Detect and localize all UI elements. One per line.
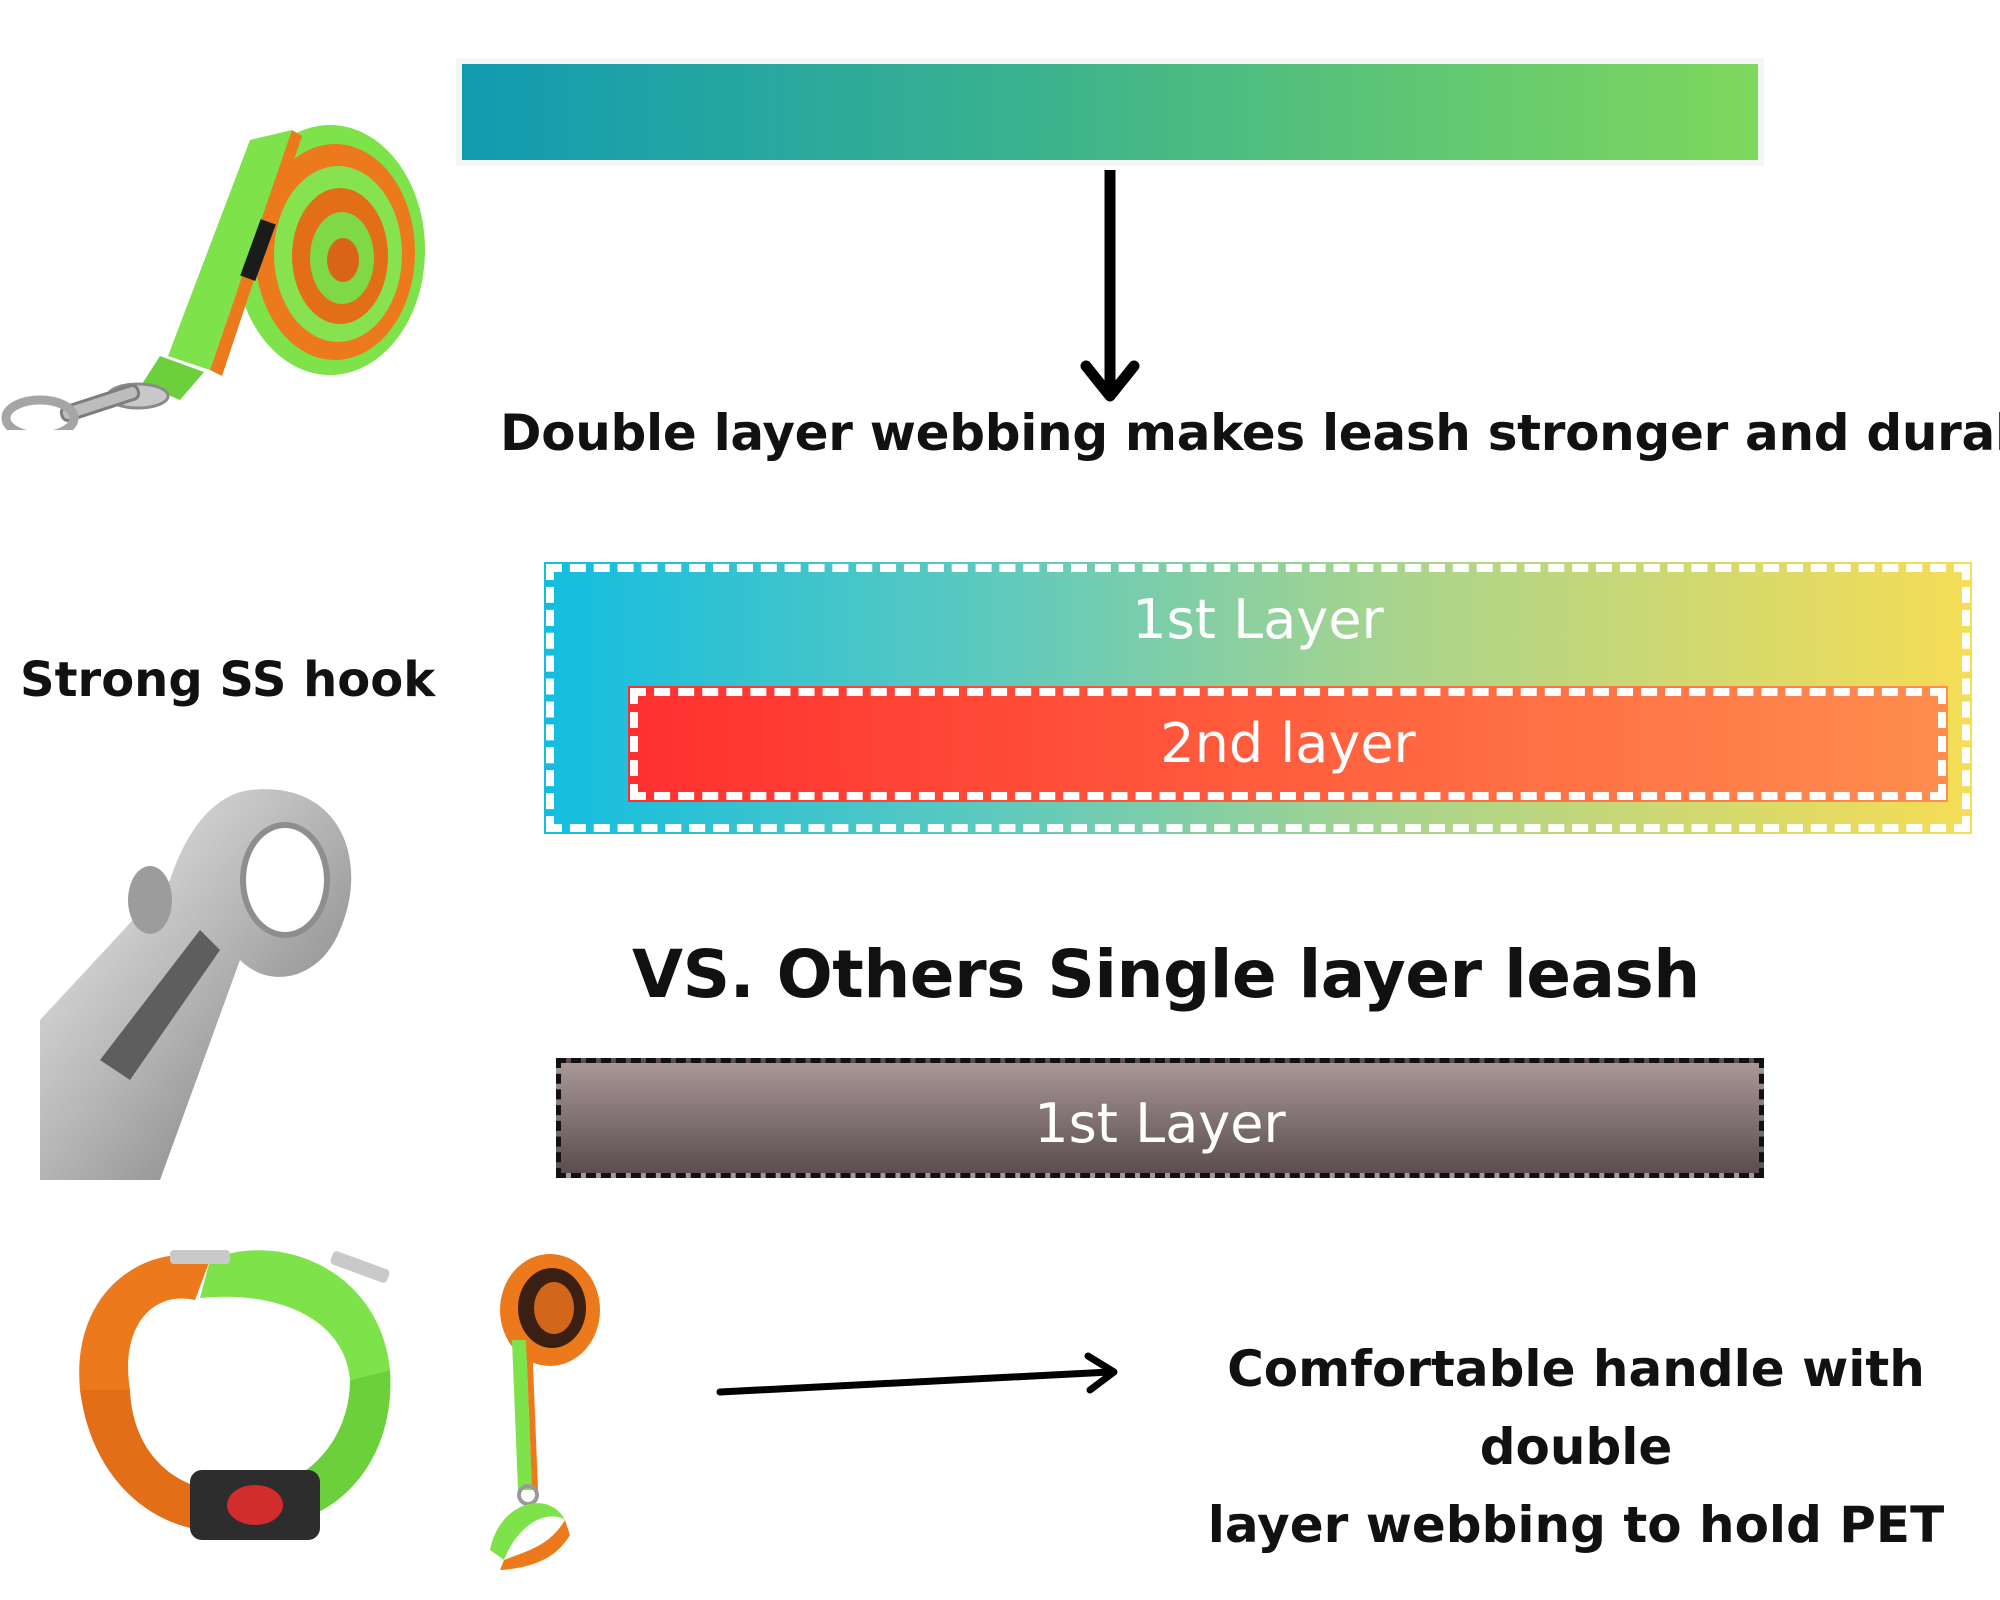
leash-with-handle-image: [490, 1254, 600, 1570]
first-layer-label: 1st Layer: [1132, 588, 1384, 651]
handle-caption-line-2: layer webbing to hold PET: [1207, 1496, 1945, 1554]
ss-hook-image: [40, 789, 352, 1180]
arrow-right-icon: [716, 1352, 1118, 1396]
hook-caption: Strong SS hook: [20, 652, 436, 708]
second-layer-band: [628, 686, 1948, 802]
second-layer-label: 2nd layer: [1160, 712, 1416, 775]
vs-heading: VS. Others Single layer leash: [632, 936, 1700, 1013]
arrow-down-icon: [1080, 170, 1140, 402]
single-layer-band: [556, 1058, 1764, 1178]
top-gradient-bar: [462, 64, 1758, 160]
collar-image: [79, 1250, 391, 1540]
single-layer-label: 1st Layer: [1034, 1092, 1286, 1155]
handle-caption-line-1: Comfortable handle with double: [1227, 1340, 1925, 1476]
handle-caption: Comfortable handle with double layer web…: [1136, 1330, 2000, 1564]
coiled-leash-image: [1, 125, 425, 430]
headline-double-layer: Double layer webbing makes leash stronge…: [500, 404, 2000, 462]
